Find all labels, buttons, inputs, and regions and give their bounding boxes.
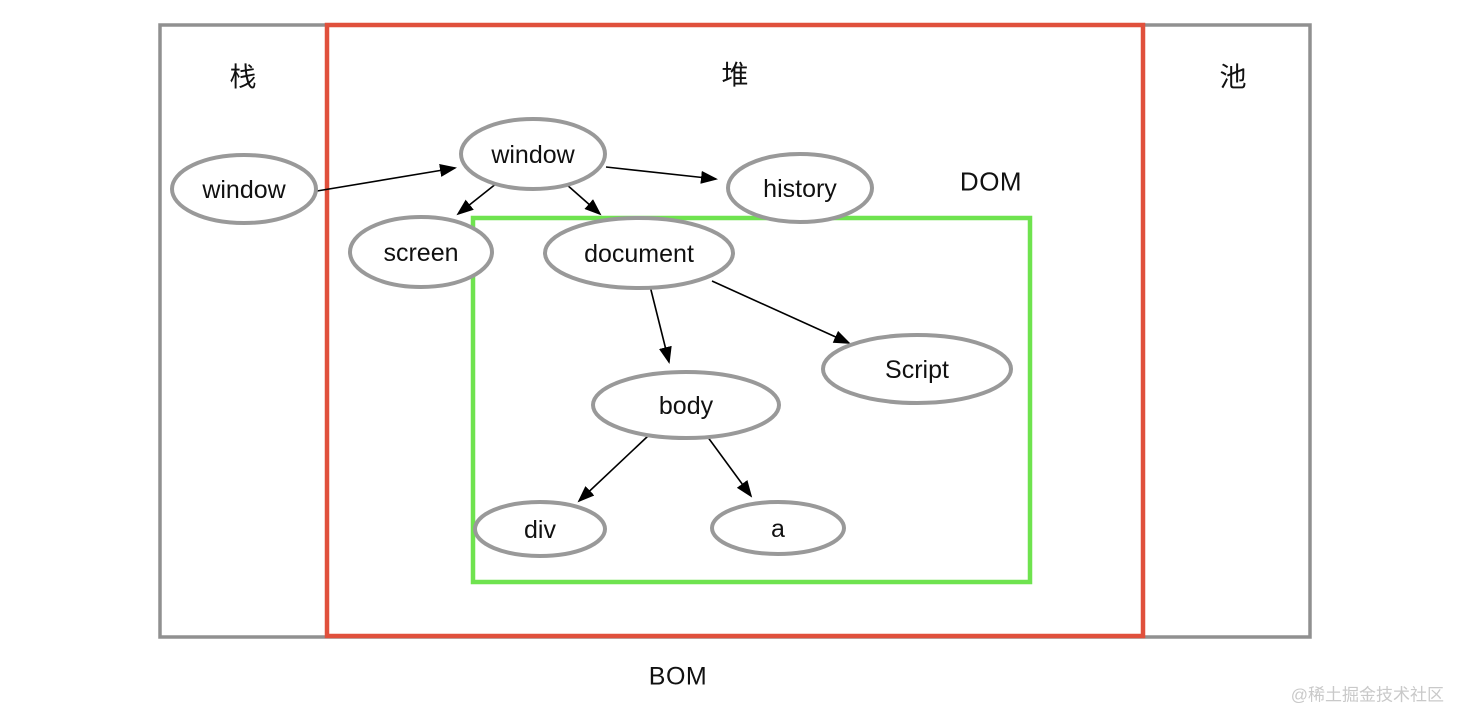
edge-body-to-div: [577, 435, 649, 503]
node-ellipse-history: [726, 152, 874, 224]
node-label-a: a: [771, 515, 785, 543]
layer-boxes: [158, 22, 1312, 639]
edge-heap-window-to-screen: [456, 182, 498, 216]
node-ellipse-a: [710, 500, 846, 556]
edge-document-to-script: [711, 280, 851, 344]
node-label-screen: screen: [383, 239, 458, 267]
node-ellipse-document: [543, 216, 735, 290]
node-label-document: document: [584, 240, 694, 268]
heap-region-label: 堆: [721, 60, 749, 91]
watermark: @稀土掘金技术社区: [1290, 685, 1444, 705]
node-label-div: div: [524, 516, 556, 544]
node-body: body: [591, 370, 781, 440]
node-label-stack-window: window: [201, 176, 286, 204]
node-script: Script: [821, 333, 1013, 405]
node-ellipse-heap-window: [459, 117, 607, 191]
edge-heap-window-to-history: [605, 166, 718, 184]
pool-region-label: 池: [1219, 62, 1247, 93]
node-screen: screen: [348, 215, 494, 289]
node-label-heap-window: window: [490, 141, 575, 169]
node-ellipse-body: [591, 370, 781, 440]
node-ellipse-screen: [348, 215, 494, 289]
bom-region-label: BOM: [648, 662, 708, 691]
node-div: div: [473, 500, 607, 558]
node-label-body: body: [659, 392, 714, 420]
edge-body-to-a: [706, 435, 753, 498]
dom-box: [470, 215, 1033, 585]
stack-region-label: 栈: [229, 62, 257, 93]
edge-stack-window-to-heap-window: [316, 164, 457, 192]
node-history: history: [726, 152, 874, 224]
node-ellipse-div: [473, 500, 607, 558]
node-heap-window: window: [459, 117, 607, 191]
node-label-history: history: [763, 175, 837, 203]
node-ellipse-script: [821, 333, 1013, 405]
node-document: document: [543, 216, 735, 290]
node-label-script: Script: [885, 356, 949, 384]
edge-document-to-body: [649, 285, 672, 364]
node-a: a: [710, 500, 846, 556]
edge-heap-window-to-document: [565, 183, 602, 216]
bom-box: [324, 22, 1146, 639]
node-stack-window: window: [170, 153, 318, 225]
layer-edges: [316, 164, 851, 503]
dom-region-label: DOM: [959, 166, 1023, 197]
node-ellipse-stack-window: [170, 153, 318, 225]
